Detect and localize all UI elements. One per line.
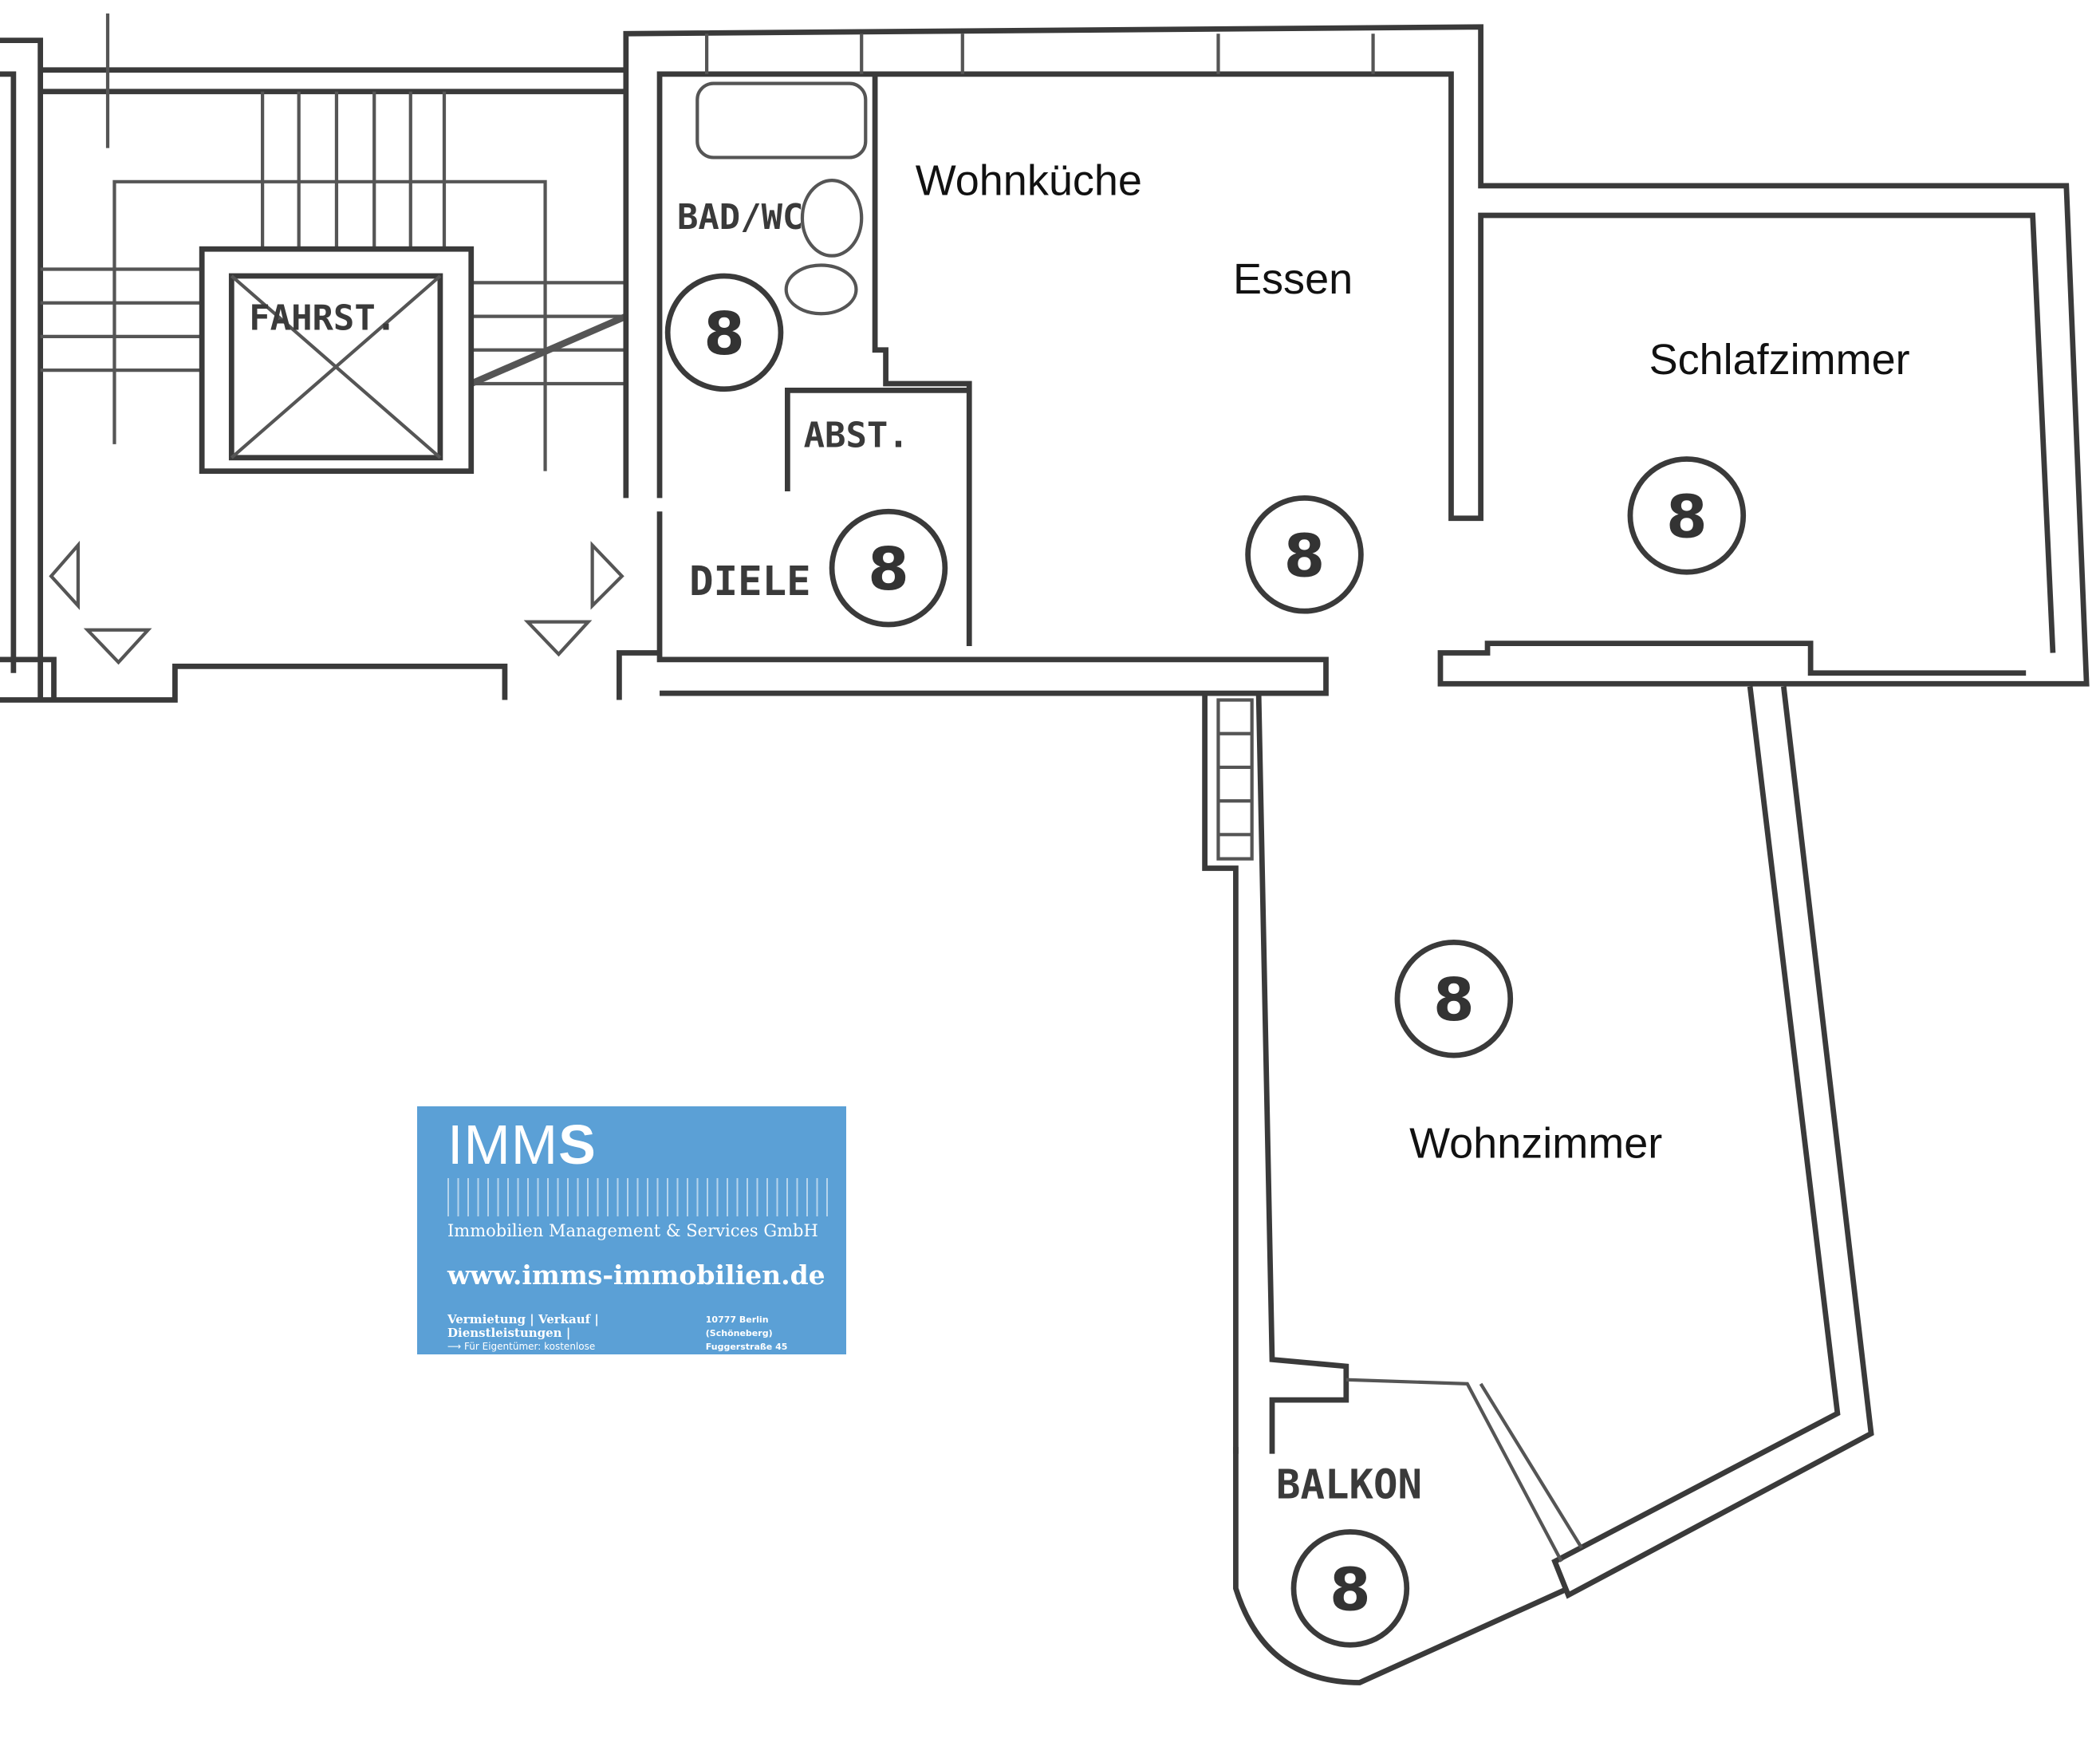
stamp-fahrst: FAHRST. — [249, 298, 396, 338]
logo-tagline: Für Eigentümer: kostenlose Immobilienbew… — [464, 1341, 596, 1352]
logo-url: www.imms-immobilien.de — [447, 1259, 825, 1291]
stamp-abst: ABST. — [804, 415, 909, 455]
apartment-walls — [623, 24, 2090, 1685]
logo-brand-light: IMM — [447, 1114, 559, 1176]
room-label-wohnzimmer: Wohnzimmer — [1409, 1119, 1662, 1167]
stamp-balkon: BALKON — [1276, 1460, 1422, 1508]
room-markers: 8 8 8 8 8 8 — [664, 273, 1747, 1648]
logo-brand: IMMS — [447, 1117, 829, 1173]
logo-city: 10777 Berlin (Schöneberg) — [705, 1315, 773, 1338]
logo-stripes — [447, 1178, 829, 1216]
room-marker: 8 — [868, 534, 909, 604]
stamp-diele: DIELE — [689, 558, 810, 605]
logo-company: Immobilien Management & Services GmbH — [447, 1221, 818, 1240]
logo-brand-bold: S — [558, 1114, 597, 1176]
stamp-bad-wc: BAD/WC — [677, 197, 804, 238]
room-label-essen: Essen — [1233, 255, 1353, 303]
room-label-schlafzimmer: Schlafzimmer — [1649, 336, 1910, 384]
arrow-icon: ⟶ — [447, 1341, 465, 1352]
room-marker: 8 — [1666, 482, 1708, 551]
logo-services: Vermietung | Verkauf | Dienstleistungen … — [447, 1312, 599, 1340]
room-marker: 8 — [1433, 965, 1475, 1035]
stairwell — [0, 13, 660, 703]
room-label-wohnkueche: Wohnküche — [916, 157, 1142, 205]
room-marker: 8 — [1330, 1555, 1371, 1624]
room-marker: 8 — [1284, 521, 1326, 590]
room-marker: 8 — [703, 299, 745, 369]
imms-logo: IMMS Immobilien Management & Services Gm… — [417, 1106, 846, 1354]
logo-street: Fuggerstraße 45 — [705, 1342, 788, 1352]
